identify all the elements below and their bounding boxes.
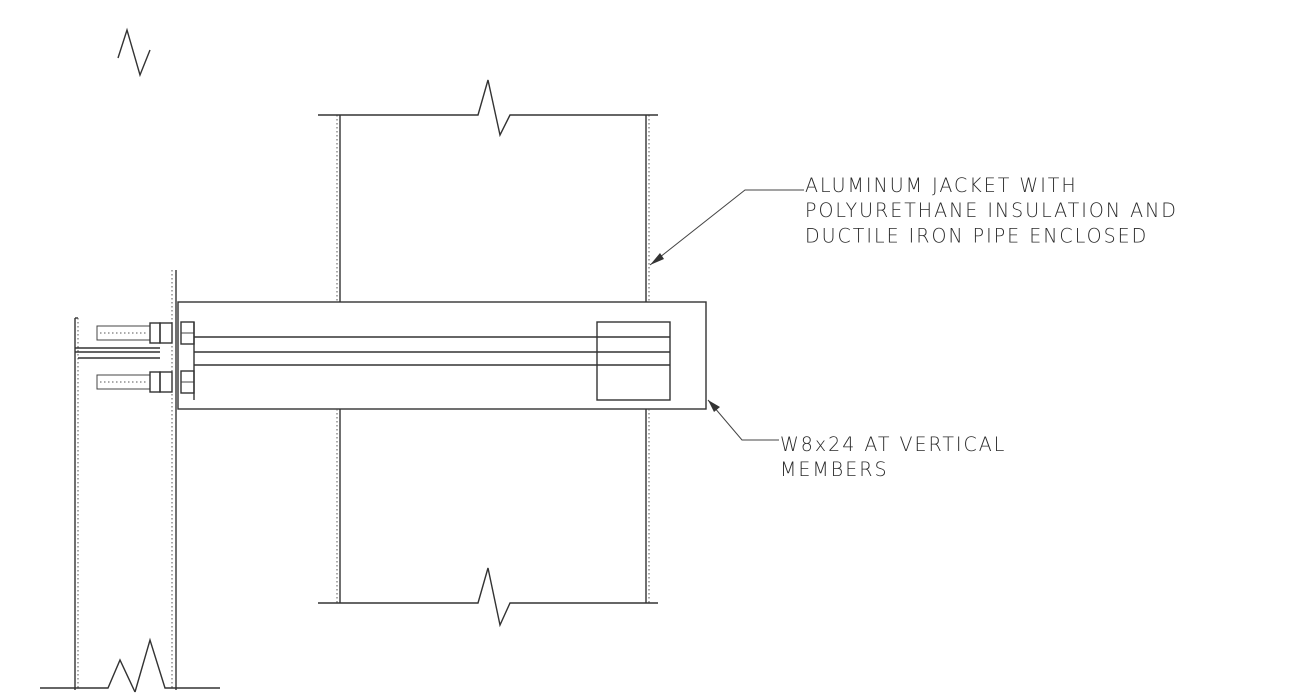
callout-w8x24-beam: W8x24 AT VERTICAL MEMBERS — [780, 432, 1006, 482]
column-member — [40, 270, 220, 693]
callout-jacket-line1: ALUMINUM JACKET WITH — [805, 174, 1078, 198]
callout-jacket-line3: DUCTILE IRON PIPE ENCLOSED — [805, 224, 1149, 248]
leader-jacket — [649, 189, 804, 266]
nut-lower-left — [159, 371, 173, 393]
callout-aluminum-jacket: ALUMINUM JACKET WITH POLYURETHANE INSULA… — [805, 173, 1178, 249]
break-symbol-top-left — [117, 27, 151, 78]
insulated-pipe — [318, 79, 658, 628]
pipe-break-top — [318, 79, 658, 138]
callout-beam-line2: MEMBERS — [780, 458, 889, 482]
callout-jacket-line2: POLYURETHANE INSULATION AND — [805, 199, 1178, 223]
beam-end-plate — [596, 321, 671, 401]
nut-upper-left — [159, 322, 173, 344]
pipe-break-bottom — [318, 567, 658, 628]
leader-beam — [707, 399, 779, 441]
leaders — [649, 189, 804, 441]
column-break-symbol-2 — [134, 637, 220, 693]
w8x24-beam — [177, 301, 707, 410]
washer-lower-left — [149, 371, 161, 393]
callout-beam-line1: W8x24 AT VERTICAL — [780, 433, 1007, 457]
leader-beam-arrow — [708, 400, 720, 412]
washer-upper-left — [149, 322, 161, 344]
column-break-symbol — [40, 658, 136, 693]
leader-jacket-arrow — [650, 253, 664, 265]
beam-outline — [177, 301, 707, 410]
